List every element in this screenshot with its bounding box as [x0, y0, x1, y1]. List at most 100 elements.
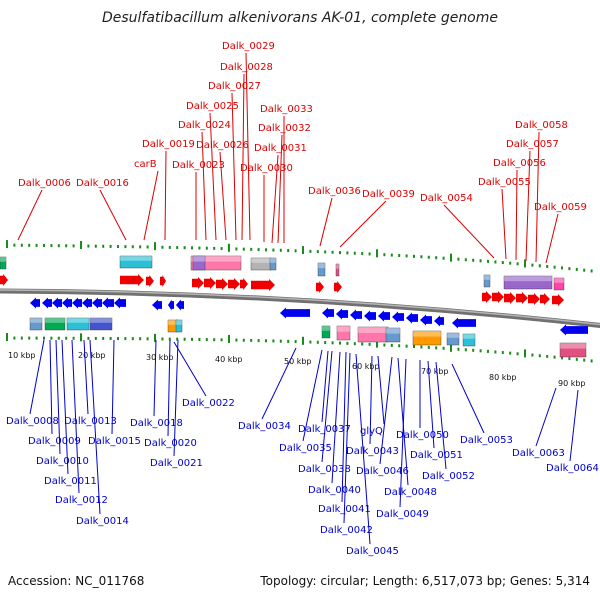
upper-tick — [65, 244, 68, 248]
lower-tick — [265, 339, 267, 343]
gene-label-bottom: Dalk_0046 — [356, 466, 409, 477]
leader-line-bottom — [377, 355, 385, 425]
feature-block-shine — [0, 257, 6, 262]
gene-label-bottom: Dalk_0018 — [130, 418, 183, 429]
gene-label-bottom: Dalk_0045 — [346, 546, 399, 557]
reverse-gene-arrow — [364, 310, 376, 322]
gene-label-bottom: Dalk_0015 — [88, 436, 141, 447]
upper-tick — [405, 254, 408, 258]
gene-label-bottom: Dalk_0009 — [28, 436, 81, 447]
gene-label-bottom: Dalk_0022 — [182, 398, 235, 409]
forward-gene-arrow — [216, 278, 228, 290]
upper-tick — [72, 244, 75, 248]
leader-line-bottom — [569, 389, 579, 462]
upper-tick — [501, 261, 504, 265]
leader-line-top — [271, 154, 279, 244]
gene-label-top: Dalk_0058 — [515, 120, 568, 131]
upper-tick — [413, 254, 415, 258]
feature-block-shine — [251, 258, 271, 263]
upper-tick — [94, 244, 97, 248]
leader-line-bottom — [173, 339, 179, 457]
reverse-gene-arrow — [336, 308, 348, 320]
lower-tick — [117, 337, 119, 341]
upper-tick — [87, 244, 90, 248]
feature-block — [66, 317, 90, 331]
gene-label-bottom: Dalk_0063 — [512, 448, 565, 459]
reverse-gene-arrow — [280, 307, 310, 319]
lower-tick — [435, 346, 438, 350]
gene-label-top: Dalk_0056 — [493, 158, 546, 169]
leader-line-top — [245, 52, 251, 241]
lower-tick — [390, 343, 393, 347]
reverse-gene-arrow — [434, 315, 444, 327]
leader-line-top — [231, 92, 237, 241]
scale-label: 30 kbp — [146, 353, 174, 362]
feature-block — [89, 317, 113, 331]
gene-label-bottom: Dalk_0048 — [384, 487, 437, 498]
lower-tick — [450, 343, 452, 352]
upper-tick — [309, 249, 312, 253]
upper-tick — [524, 259, 526, 268]
feature-block — [503, 275, 553, 290]
feature-block-shine — [45, 318, 65, 323]
reverse-gene-arrow — [392, 311, 404, 323]
lower-tick — [250, 338, 253, 342]
upper-tick — [265, 248, 267, 252]
upper-tick — [361, 252, 364, 256]
upper-tick — [339, 251, 341, 255]
gene-label-top: Dalk_0028 — [220, 62, 273, 73]
lower-tick — [94, 336, 97, 340]
dotted-tracks — [6, 240, 593, 363]
lower-tick — [220, 338, 223, 342]
gene-label-bottom: Dalk_0010 — [36, 456, 89, 467]
gene-label-top: Dalk_0006 — [18, 178, 71, 189]
upper-tick — [146, 245, 149, 249]
reverse-gene-arrow — [30, 297, 40, 309]
gene-label-bottom: Dalk_0037 — [298, 424, 351, 435]
upper-tick — [450, 253, 452, 262]
lower-tick — [361, 342, 364, 346]
leader-line-bottom — [343, 352, 351, 524]
leader-line-bottom — [341, 351, 347, 503]
leader-line-top — [501, 188, 507, 260]
upper-tick — [353, 251, 356, 255]
forward-gene-arrow — [516, 292, 528, 304]
lower-tick — [346, 341, 349, 345]
feature-block-shine — [484, 275, 490, 280]
upper-tick — [479, 259, 482, 263]
feature-block-shine — [90, 318, 112, 323]
feature-block — [412, 330, 442, 346]
gene-label-bottom: Dalk_0011 — [44, 476, 97, 487]
lower-tick — [324, 341, 327, 345]
gene-label-bottom: Dalk_0064 — [546, 463, 599, 474]
gene-label-top: Dalk_0016 — [76, 178, 129, 189]
forward-gene-arrow — [482, 291, 492, 303]
lower-tick — [553, 355, 556, 359]
forward-gene-arrow — [146, 275, 154, 287]
feature-block — [0, 256, 7, 270]
feature-block-shine — [176, 320, 182, 325]
forward-gene-arrow — [492, 291, 504, 303]
lower-tick — [139, 337, 142, 341]
gene-label-top: Dalk_0024 — [178, 120, 231, 131]
upper-tick — [516, 262, 519, 266]
lower-tick — [35, 336, 38, 340]
forward-gene-arrow — [552, 294, 564, 306]
feature-block-shine — [504, 276, 552, 282]
lower-tick — [546, 354, 549, 358]
feature-block-shine — [168, 320, 178, 325]
backbone — [0, 288, 600, 328]
upper-tick — [487, 259, 489, 263]
lower-tick — [568, 357, 571, 361]
lower-tick — [472, 348, 475, 352]
feature-block-shine — [270, 258, 276, 263]
upper-tick — [205, 246, 208, 250]
scale-label: 50 kbp — [284, 357, 312, 366]
feature-block — [462, 333, 476, 347]
reverse-gene-arrow — [322, 307, 334, 319]
upper-tick — [57, 244, 60, 248]
feature-block — [269, 257, 277, 271]
lower-tick — [427, 345, 430, 349]
feature-block — [321, 325, 331, 339]
